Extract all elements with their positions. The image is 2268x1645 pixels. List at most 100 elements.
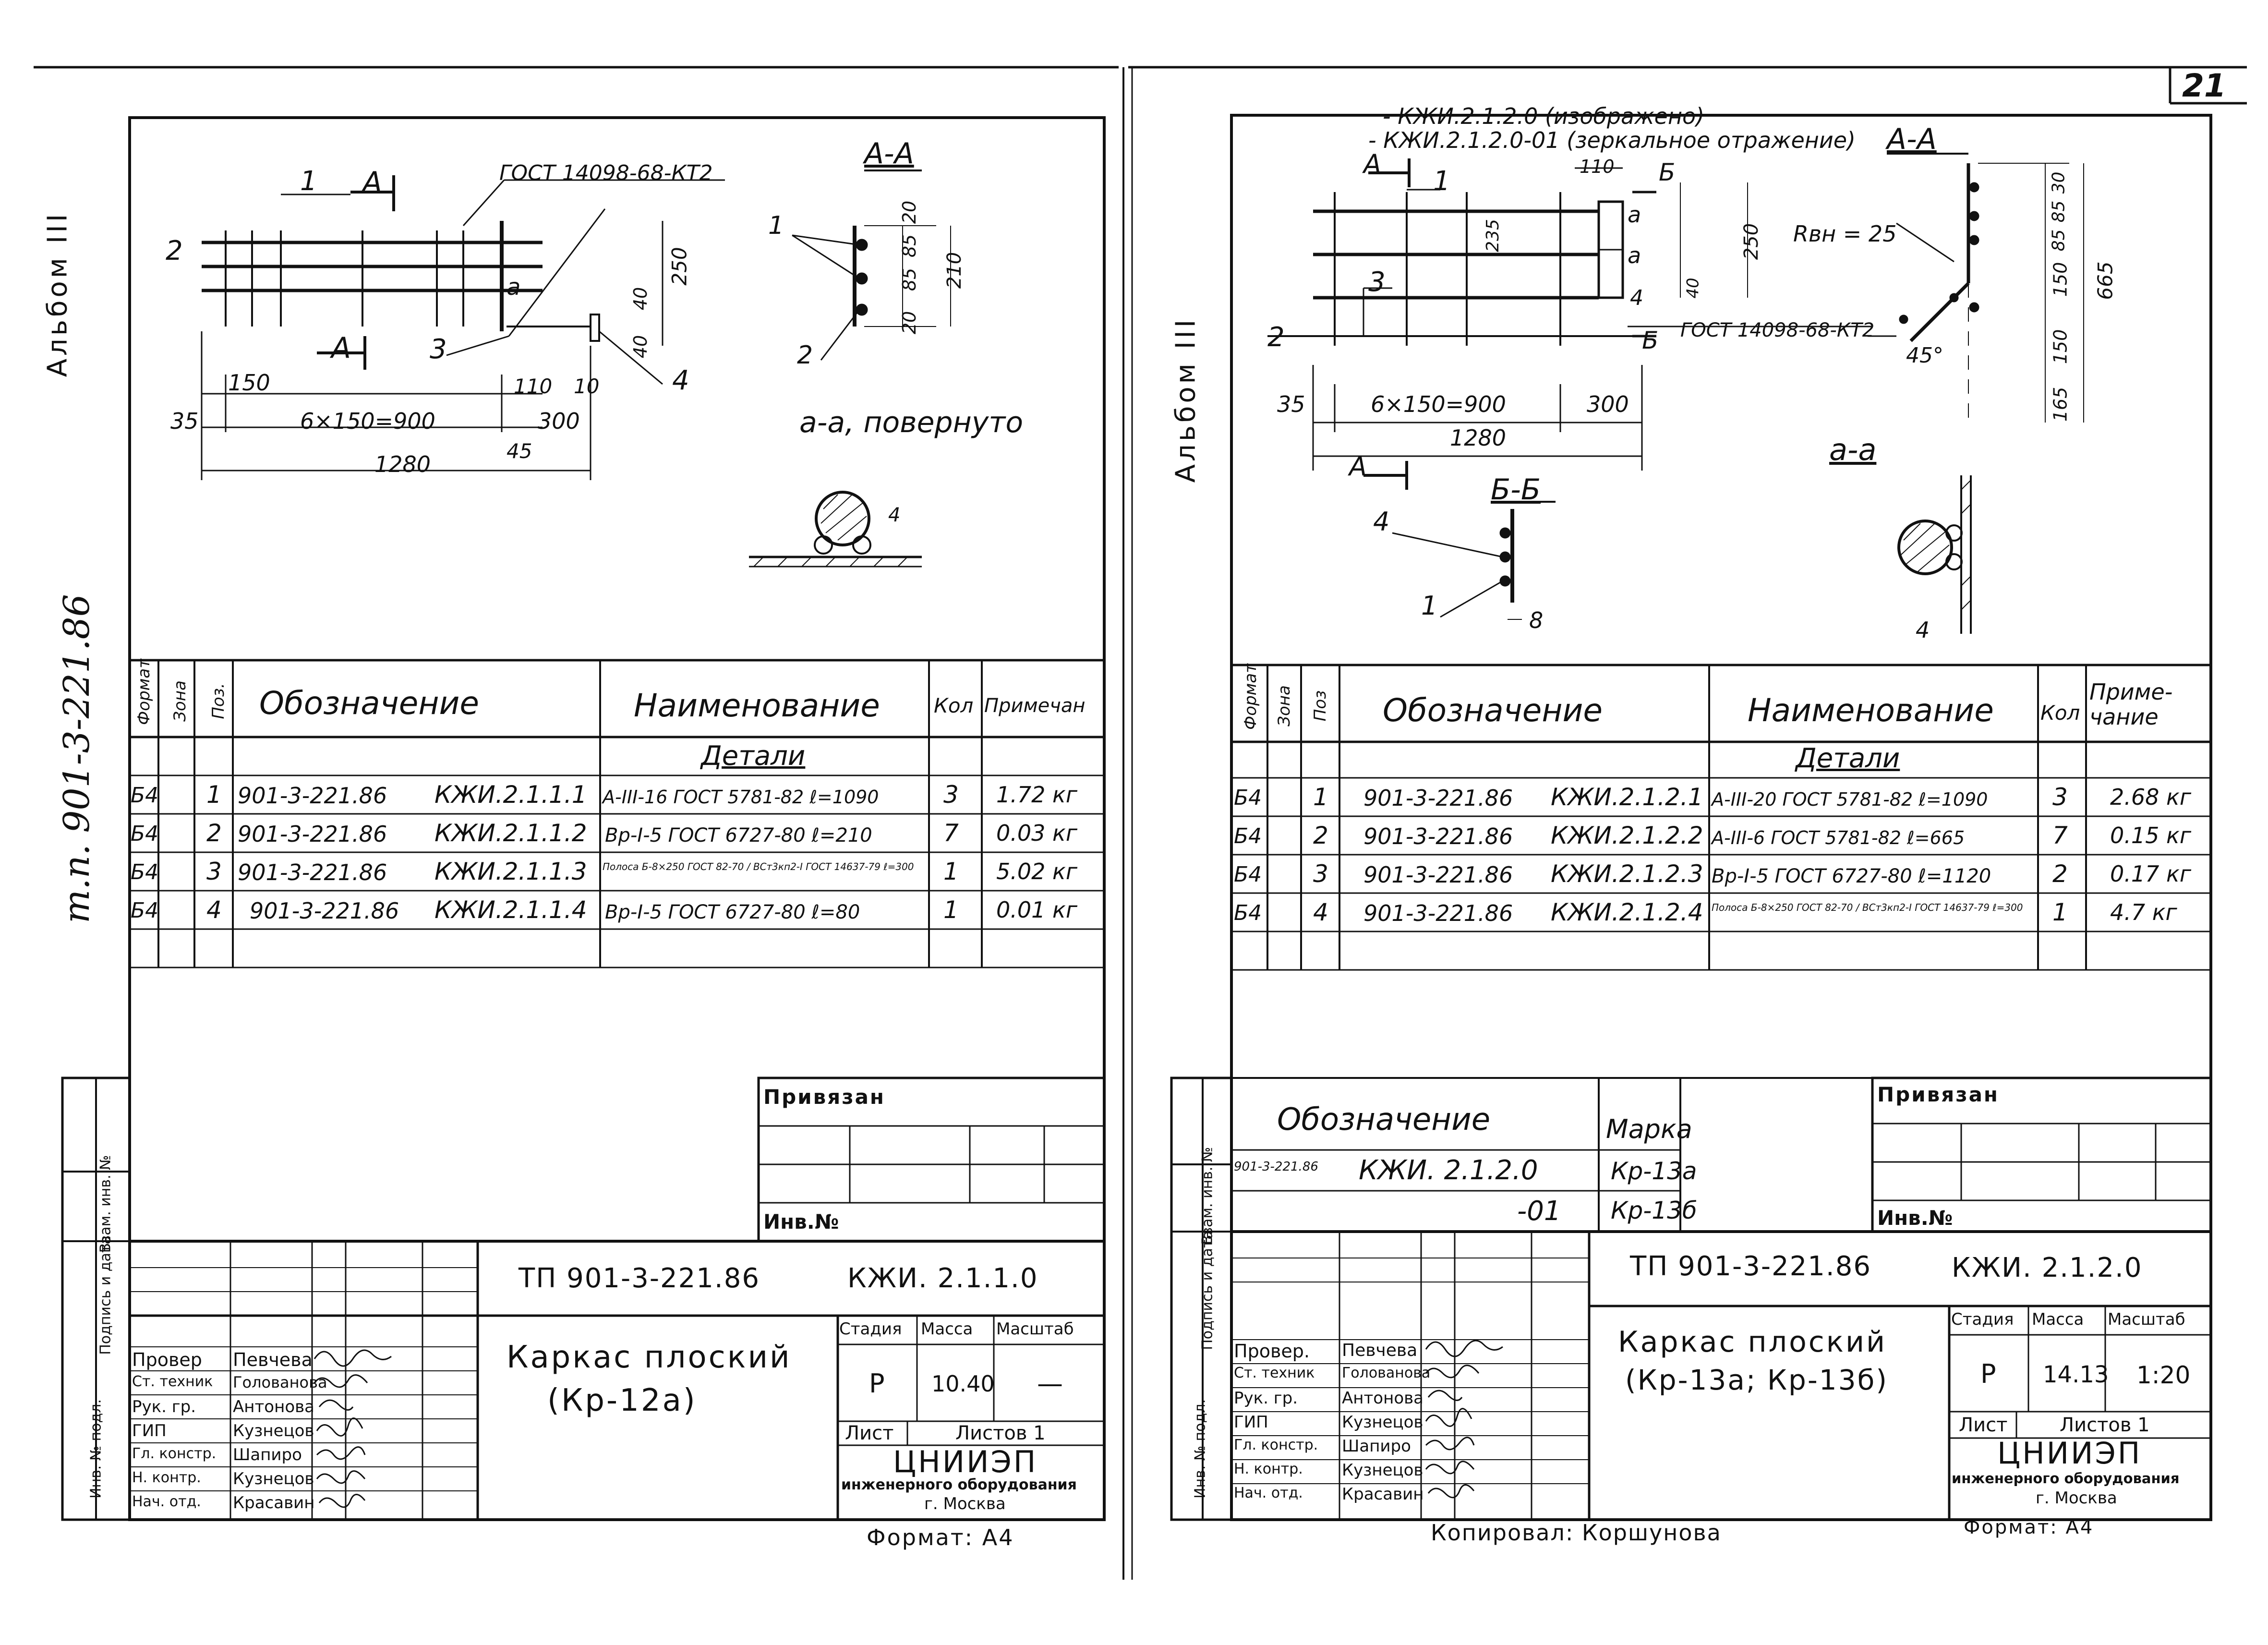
tb-scale: — — [1037, 1368, 1063, 1399]
dim-85b: 85 — [899, 267, 920, 291]
privyazan-title-right: Привязан — [1877, 1083, 1999, 1106]
spec-h-format: Формат — [134, 659, 154, 725]
spec-h-zone: Зона — [1275, 685, 1294, 726]
dim-20a: 20 — [899, 200, 920, 224]
tb-title-2-right: (Кр-13а; Кр-13б) — [1625, 1364, 1888, 1396]
spec-format: Б4 — [1234, 824, 1262, 848]
role-label: Рук. гр. — [1234, 1389, 1298, 1408]
dim-10: 10 — [574, 375, 600, 398]
spec-doc: 901-3-221.86 — [1363, 785, 1513, 811]
pos-3-right: 3 — [1368, 266, 1386, 298]
dim-235-right: 235 — [1483, 219, 1503, 252]
dim-20b: 20 — [899, 311, 920, 335]
dd-dim-4-right: 4 — [1916, 617, 1930, 643]
role-label: Н. контр. — [1234, 1461, 1303, 1477]
bb-pos-4: 4 — [1373, 507, 1390, 537]
pos-label-3: 3 — [430, 334, 447, 365]
spec-doc: 901-3-221.86 — [238, 783, 387, 809]
dim-150a-right: 150 — [2050, 262, 2071, 297]
tb-format-right: Формат: А4 — [1964, 1516, 2094, 1538]
spec-qty: 1 — [943, 896, 959, 924]
marking-row2-code: -01 — [1517, 1196, 1561, 1227]
spec-name: А-III-20 ГОСТ 5781-82 ℓ=1090 — [1712, 789, 1988, 810]
tb-mass-h-right: Масса — [2032, 1310, 2084, 1329]
tb-title-1: Каркас плоский — [507, 1340, 792, 1375]
spec-qty: 3 — [2052, 783, 2068, 811]
spec-h-note: Примечан — [984, 695, 1086, 717]
dim-45: 45 — [507, 439, 532, 463]
weld-mark-a: а — [507, 274, 521, 301]
dim-40b: 40 — [630, 335, 651, 359]
tb-sheet-h-right: Лист — [1959, 1414, 2008, 1436]
role-name: Кузнецов — [233, 1469, 314, 1488]
section-bb-title: Б-Б — [1491, 473, 1541, 507]
marking-row1-code: КЖИ. 2.1.2.0 — [1359, 1155, 1538, 1186]
radius-label: Rвн = 25 — [1793, 221, 1897, 247]
pos-4-right: 4 — [1630, 286, 1643, 310]
spec-h-zone: Зона — [170, 680, 190, 722]
marking-row1-doc: 901-3-221.86 — [1234, 1160, 1318, 1174]
spec-note: 2.68 кг — [2110, 784, 2191, 810]
spec-pos: 2 — [1313, 822, 1328, 849]
spec-name: Вр-I-5 ГОСТ 6727-80 ℓ=1120 — [1712, 865, 1991, 887]
spec-h-designation: Обозначение — [259, 685, 479, 722]
role-name: Певчева — [233, 1349, 313, 1370]
role-label: Нач. отд. — [132, 1493, 201, 1510]
aa-pos-2: 2 — [797, 341, 813, 370]
spec-code: КЖИ.2.1.1.1 — [434, 781, 587, 809]
role-name: Кузнецов — [1342, 1461, 1424, 1480]
marking-row1-mark: Кр-13а — [1611, 1157, 1697, 1185]
section-aa-title-right: А-А — [1887, 122, 1937, 156]
spec-group-details: Детали — [1796, 743, 1900, 774]
dim-300: 300 — [538, 408, 580, 434]
mark-b-bottom: Б — [1642, 327, 1659, 354]
spec-qty: 7 — [2052, 822, 2068, 849]
frame-kr12a-drawing — [201, 169, 951, 568]
tb-title-2: (Кр-12а) — [547, 1383, 697, 1418]
spec-format: Б4 — [131, 898, 159, 923]
role-name: Антонова — [1342, 1389, 1424, 1408]
pos-label-4: 4 — [672, 365, 689, 396]
spec-code: КЖИ.2.1.1.3 — [434, 858, 587, 885]
signature-scribbles — [314, 1340, 1503, 1508]
spec-note: 0.15 кг — [2110, 822, 2191, 848]
role-label: Рук. гр. — [132, 1397, 196, 1416]
tb-format: Формат: А4 — [867, 1524, 1014, 1550]
pos-1-right: 1 — [1433, 166, 1450, 197]
marking-h-mark: Марка — [1606, 1114, 1692, 1144]
role-label: Провер — [132, 1349, 202, 1370]
tb-stage-h: Стадия — [839, 1319, 902, 1339]
spec-pos: 3 — [1313, 860, 1328, 888]
dim-250-right: 250 — [1740, 223, 1763, 260]
dim-6x150: 6×150=900 — [300, 408, 435, 434]
tb-org-3-right: г. Москва — [2036, 1488, 2117, 1508]
gost-label-right: ГОСТ 14098-68-КТ2 — [1680, 319, 1875, 341]
view-aa-right: а-а — [1829, 432, 1877, 467]
mark-a-top: А — [1363, 149, 1381, 179]
role-name: Голованова — [233, 1373, 327, 1391]
spec-format: Б4 — [131, 783, 159, 808]
role-name: Кузнецов — [1342, 1413, 1424, 1432]
tb-mark: КЖИ. 2.1.1.0 — [847, 1263, 1038, 1294]
variant-1: - КЖИ.2.1.2.0 (изображено) — [1383, 103, 1705, 129]
dim-150: 150 — [228, 370, 270, 396]
spec-note: 4.7 кг — [2110, 899, 2177, 925]
frame-kr13-drawing — [1267, 153, 2084, 634]
role-name: Певчева — [1342, 1341, 1418, 1360]
privyazan-title: Привязан — [763, 1085, 885, 1109]
section-aa-title: А-А — [864, 137, 914, 170]
dim-85a: 85 — [899, 234, 920, 258]
role-name: Антонова — [233, 1397, 314, 1416]
tb-stage-right: Р — [1980, 1359, 1996, 1389]
variant-2: - КЖИ.2.1.2.0-01 (зеркальное отражение) — [1368, 127, 1856, 153]
spec-pos: 3 — [206, 858, 222, 885]
dim-35: 35 — [170, 408, 199, 434]
spec-qty: 7 — [943, 819, 959, 847]
tb-org-2-right: инженерного оборудования — [1952, 1470, 2180, 1487]
spec-format: Б4 — [131, 822, 159, 846]
role-label: Гл. констр. — [132, 1445, 217, 1462]
mark-a-weld-1: а — [1628, 202, 1641, 228]
spec-pos: 4 — [1313, 898, 1328, 926]
tb-title-1-right: Каркас плоский — [1618, 1325, 1887, 1359]
